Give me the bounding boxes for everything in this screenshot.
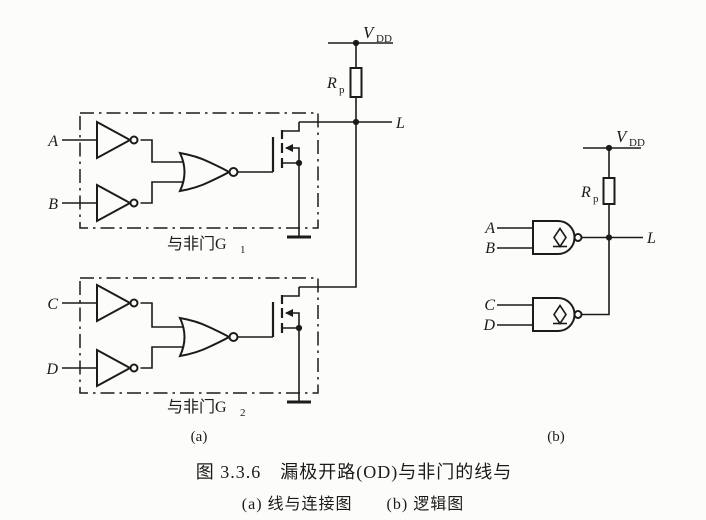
subfigure-label-b: (b) [547,429,565,445]
vdd-sub-a: DD [376,33,392,45]
nor-gate-2 [179,317,239,357]
inverter-b [96,184,139,222]
vdd-label-b: V [616,127,629,146]
nmos-transistor-2 [271,285,304,339]
figure-subcaption: (a) 线与连接图 (b) 逻辑图 [242,495,464,513]
gate1-name-sub: 1 [240,244,246,256]
input-b-label: B [48,196,58,213]
subfigure-label-a: (a) [191,429,208,445]
wire [140,139,186,163]
pullup-resistor [602,177,616,205]
diagram-a: V DD R p L A B C D 与非门G 1 与非门G 2 [45,23,405,419]
gate2-name-sub: 2 [240,407,246,419]
input-c-label: C [47,296,58,313]
gate1-boundary-box [79,112,319,229]
rp-label-b: R [580,184,591,201]
nor-gate-1 [179,152,239,192]
inverter-c [96,284,139,322]
input-c-label: C [484,297,495,314]
gate1-name-label: 与非门G [167,235,227,253]
nmos-transistor-1 [271,120,304,174]
gate2-name-label: 与非门G [167,398,227,416]
input-b-label: B [485,240,495,257]
wire [140,181,186,204]
output-l-label-a: L [395,115,405,132]
rp-sub-b: p [593,193,599,205]
wire-to-gate2-drain [299,122,357,288]
figure-caption: 图 3.3.6 漏极开路(OD)与非门的线与 [196,462,513,483]
wire-from-gate2-output [581,237,610,316]
input-a-label: A [47,133,58,150]
wire [140,346,186,369]
diagram-b: V DD R p L A B C D [482,127,656,334]
gate2-boundary-box [79,277,319,394]
rp-label-a: R [326,75,337,92]
input-a-label: A [484,220,495,237]
input-d-label: D [482,317,495,334]
rp-sub-a: p [339,84,345,96]
wire [140,302,186,328]
vdd-label-a: V [363,23,376,42]
nand-gate-1 [532,220,583,255]
inverter-a [96,121,139,159]
inverter-d [96,349,139,387]
captions: (a) (b) 图 3.3.6 漏极开路(OD)与非门的线与 (a) 线与连接图… [191,429,565,513]
input-d-label: D [45,361,58,378]
nand-gate-2 [532,297,583,332]
pullup-resistor [349,67,363,98]
vdd-sub-b: DD [629,137,645,149]
output-l-label-b: L [646,230,656,247]
